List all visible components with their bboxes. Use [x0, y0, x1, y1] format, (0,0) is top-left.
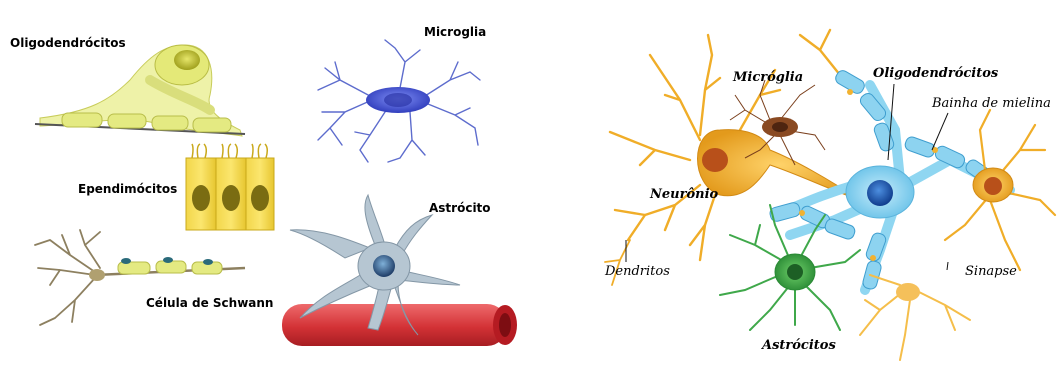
label-bainha-mielina: Bainha de mielina — [932, 96, 1051, 111]
label-oligodendrocitos-left: Oligodendrócitos — [10, 36, 126, 50]
schwann-cell — [35, 230, 245, 325]
ependymocytes — [186, 144, 274, 230]
label-ependimocitos: Ependimócitos — [78, 182, 177, 196]
label-dendritos: Dendritos — [605, 264, 670, 279]
label-sinapse: Sinapse — [965, 264, 1017, 279]
label-microglia-right: Micróglia — [733, 70, 803, 85]
label-microglia-left: Microglia — [424, 25, 486, 39]
label-astrocito: Astrócito — [429, 201, 491, 215]
label-astrocitos-right: Astrócitos — [762, 338, 836, 353]
label-oligodendrocitos-right: Oligodendrócitos — [873, 66, 998, 81]
blood-vessel — [282, 304, 517, 346]
label-celula-schwann: Célula de Schwann — [146, 296, 273, 310]
oligodendrocyte-left — [35, 45, 245, 136]
label-neuronio: Neurônio — [650, 187, 718, 202]
